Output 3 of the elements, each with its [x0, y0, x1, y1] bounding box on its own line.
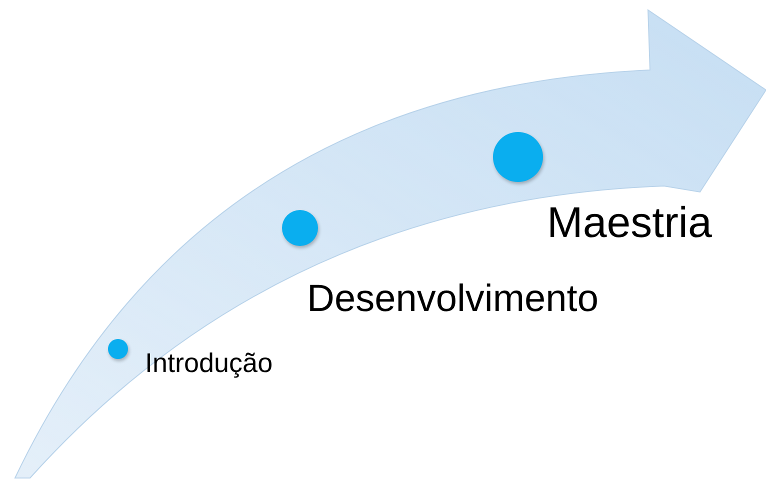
stage-label: Introdução — [145, 350, 273, 377]
stage-label: Desenvolvimento — [307, 280, 598, 318]
stage-label: Maestria — [547, 202, 712, 245]
